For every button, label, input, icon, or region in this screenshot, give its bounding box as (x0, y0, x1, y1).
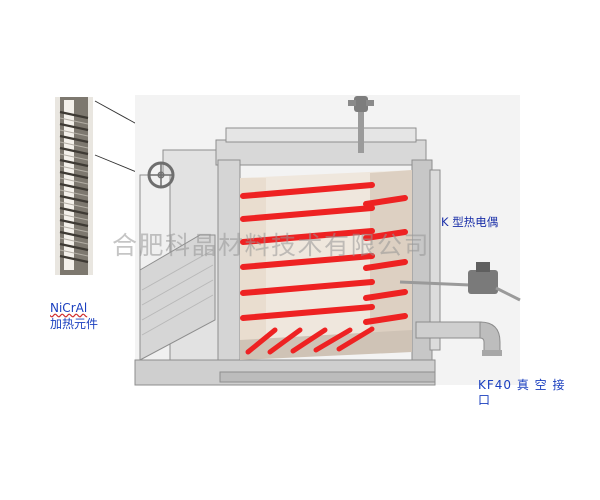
heating-rods (240, 182, 408, 355)
heating-element-photo (55, 97, 93, 275)
thermocouple-label: K 型热电偶 (441, 215, 499, 229)
heating-element-label-name: NiCrAl (50, 301, 88, 315)
handwheel (147, 161, 175, 189)
furnace-frame (134, 127, 441, 386)
heating-element-label-type: 加热元件 (50, 317, 99, 331)
top-valve (348, 96, 374, 153)
thermocouple-probe (399, 262, 521, 302)
vacuum-port-label-line1: KF40 真 空 接 (478, 378, 566, 392)
kf40-port (415, 321, 502, 356)
watermark-text: 合肥科晶材料技术有限公司 (112, 231, 431, 260)
vacuum-port-label-line2: 口 (478, 393, 491, 407)
